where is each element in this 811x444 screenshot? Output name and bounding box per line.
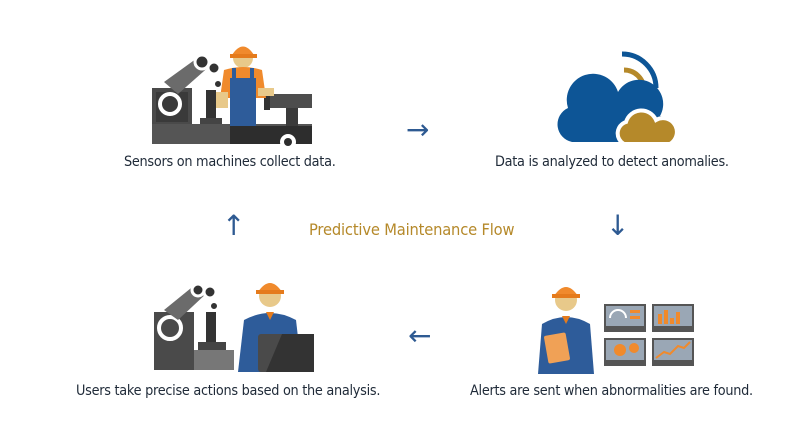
worker-with-dashboards-icon [538,287,694,374]
dashboard-bar-chart-icon [652,304,694,332]
arrow-right-icon: → [406,113,430,146]
cloud-signal-icon [557,51,679,146]
step-sensors-caption: Sensors on machines collect data. [124,154,336,170]
dashboard-gauges-icon [604,304,646,332]
dashboard-gears-icon [604,338,646,366]
dashboard-line-chart-icon [652,338,694,366]
arrow-left-icon: ← [408,319,432,352]
worker-with-machine-icon [152,46,312,150]
arrow-down-icon: ↓ [606,209,630,242]
diagram-title: Predictive Maintenance Flow [309,220,515,239]
arrow-up-icon: ↑ [222,209,246,242]
step-actions-caption: Users take precise actions based on the … [76,383,381,399]
worker-with-laptop-icon [154,282,314,372]
step-alerts-caption: Alerts are sent when abnormalities are f… [470,383,753,399]
step-analysis-caption: Data is analyzed to detect anomalies. [495,154,729,170]
